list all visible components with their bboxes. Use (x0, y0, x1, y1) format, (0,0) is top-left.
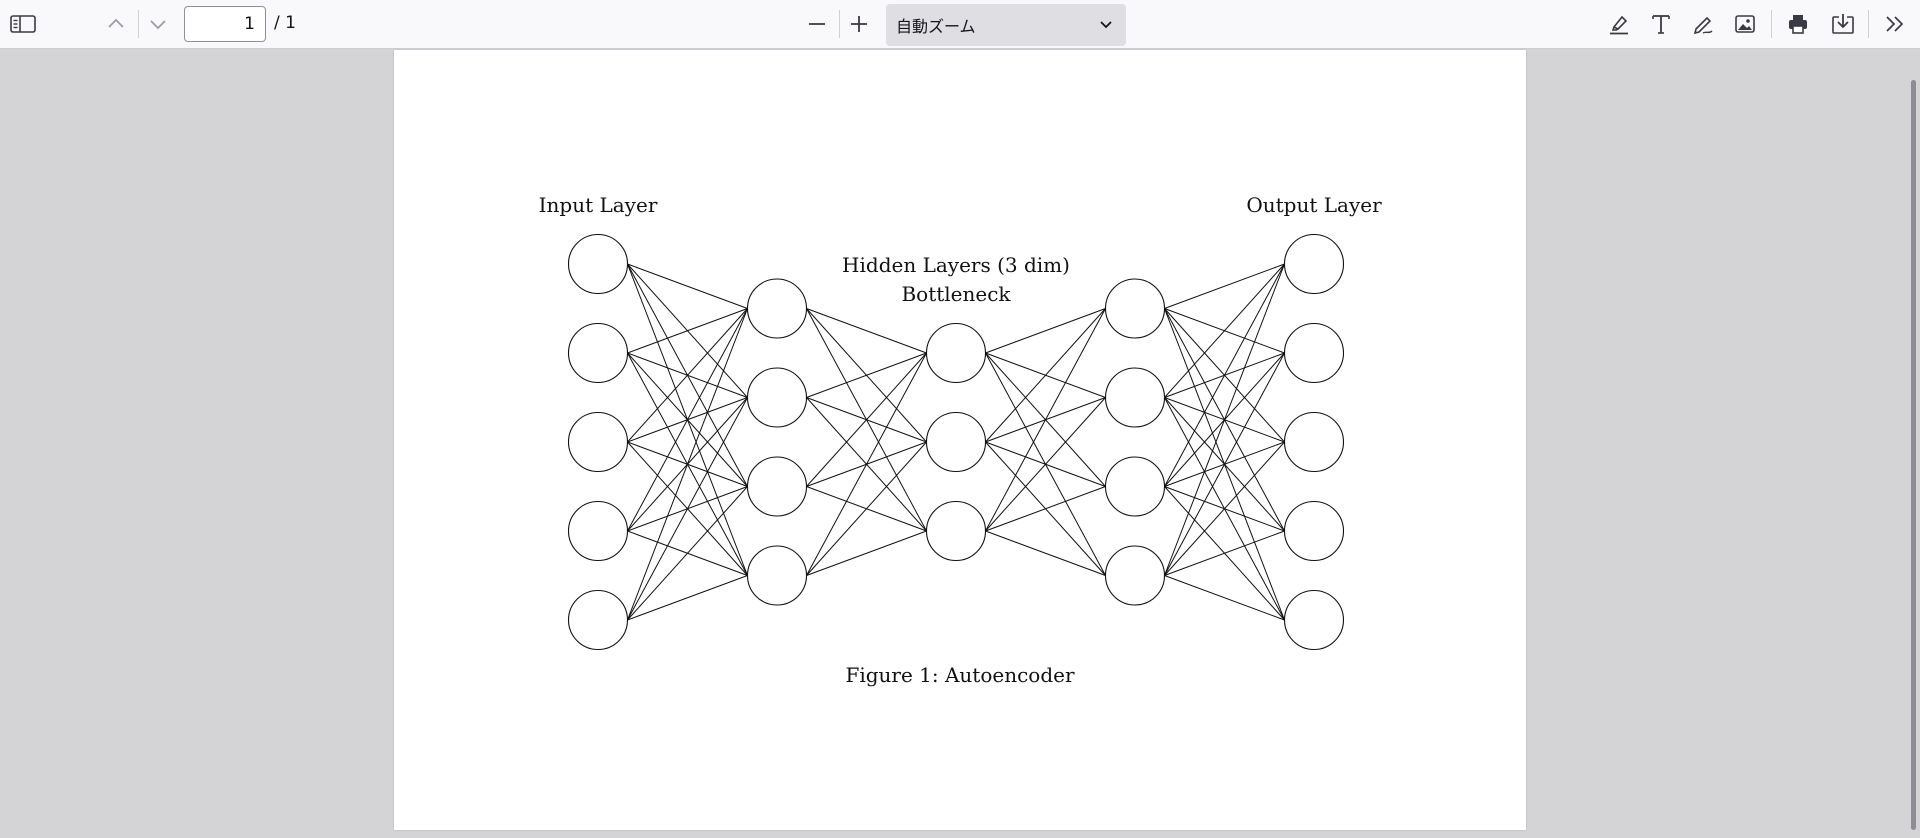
chevron-down-icon (148, 14, 168, 34)
connection-line (985, 308, 1106, 443)
minus-icon (807, 14, 827, 34)
neuron-node (925, 411, 987, 473)
sidebar-toggle-icon (10, 14, 36, 34)
connection-line (1164, 575, 1285, 621)
neuron-node (567, 411, 629, 473)
neuron-node (746, 278, 808, 339)
zoom-select-value: 自動ズーム (896, 17, 976, 36)
bottleneck-label: Bottleneck (901, 282, 1011, 306)
neuron-node (925, 500, 987, 562)
connection-line (1164, 263, 1285, 398)
neuron-node (925, 322, 987, 384)
output-layer-label: Output Layer (1246, 193, 1382, 217)
figure-caption: Figure 1: Autoencoder (845, 663, 1075, 687)
connection-line (985, 397, 1106, 532)
toolbar-separator (1868, 10, 1869, 38)
neuron-node (1104, 367, 1166, 428)
connection-line (806, 530, 927, 576)
neuron-node (1283, 233, 1345, 295)
draw-button[interactable] (1687, 9, 1719, 39)
zoom-in-button[interactable] (843, 9, 875, 39)
neuron-node (1283, 411, 1345, 473)
more-tools-button[interactable] (1879, 9, 1911, 39)
page-total-label: / 1 (274, 13, 296, 33)
neuron-node (1104, 278, 1166, 339)
double-chevron-right-icon (1884, 14, 1906, 34)
connection-line (627, 575, 748, 621)
neuron-node (1104, 545, 1166, 606)
toolbar-separator (138, 10, 139, 38)
pdf-page: Input Layer Output Layer Hidden Layers (… (394, 50, 1526, 830)
save-button[interactable] (1827, 9, 1859, 39)
connection-line (627, 397, 748, 621)
toolbar-separator (1771, 10, 1772, 38)
connection-line (806, 308, 927, 354)
connection-line (627, 308, 748, 532)
neuron-node (567, 500, 629, 562)
connection-line (806, 352, 927, 398)
connection-line (985, 308, 1106, 354)
connection-line (806, 352, 927, 576)
connection-line (985, 308, 1106, 532)
pen-icon (1691, 12, 1715, 36)
autoencoder-diagram (567, 233, 1345, 651)
neuron-node (567, 233, 629, 295)
add-image-button[interactable] (1729, 9, 1761, 39)
vertical-scrollbar[interactable] (1911, 80, 1916, 830)
connection-line (627, 308, 748, 443)
neuron-node (746, 545, 808, 606)
zoom-select[interactable]: 自動ズーム (886, 4, 1126, 46)
connection-line (627, 308, 748, 354)
connection-line (627, 308, 748, 621)
image-icon (1733, 12, 1757, 36)
connection-line (806, 441, 927, 576)
sidebar-toggle-button[interactable] (7, 9, 39, 39)
add-text-button[interactable] (1645, 9, 1677, 39)
neuron-node (1283, 500, 1345, 562)
neuron-node (1283, 322, 1345, 384)
connection-line (1164, 263, 1285, 576)
connection-line (627, 263, 748, 309)
hidden-layers-label: Hidden Layers (3 dim) (842, 253, 1070, 277)
connection-line (1164, 441, 1285, 576)
neuron-node (1283, 589, 1345, 651)
connection-line (627, 486, 748, 621)
zoom-out-button[interactable] (801, 9, 833, 39)
connection-line (1164, 263, 1285, 309)
neuron-node (1104, 456, 1166, 517)
highlighter-icon (1607, 12, 1631, 36)
plus-icon (849, 14, 869, 34)
connection-line (1164, 263, 1285, 487)
connection-line (985, 486, 1106, 532)
connection-line (1164, 352, 1285, 576)
connection-line (985, 530, 1106, 576)
document-viewer[interactable]: Input Layer Output Layer Hidden Layers (… (0, 50, 1920, 838)
text-icon (1649, 12, 1673, 36)
connection-line (806, 352, 927, 487)
pdf-toolbar: / 1 自動ズーム (0, 0, 1920, 49)
page-number-input[interactable] (184, 6, 266, 42)
neuron-node (567, 322, 629, 384)
chevron-down-icon (1098, 17, 1114, 37)
toolbar-separator (839, 10, 840, 38)
connection-line (1164, 530, 1285, 576)
previous-page-button[interactable] (100, 9, 132, 39)
highlight-button[interactable] (1603, 9, 1635, 39)
next-page-button[interactable] (142, 9, 174, 39)
download-icon (1830, 12, 1856, 36)
neuron-node (746, 456, 808, 517)
chevron-up-icon (106, 14, 126, 34)
neuron-node (746, 367, 808, 428)
printer-icon (1786, 12, 1810, 36)
print-button[interactable] (1782, 9, 1814, 39)
input-layer-label: Input Layer (538, 193, 658, 217)
neuron-node (567, 589, 629, 651)
